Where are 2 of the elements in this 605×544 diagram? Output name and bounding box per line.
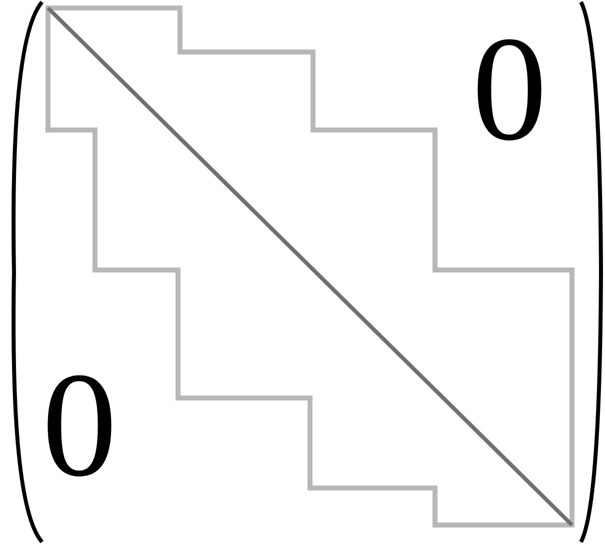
zero-entry: 0 bbox=[472, 14, 547, 164]
zero-entry: 0 bbox=[42, 350, 117, 500]
